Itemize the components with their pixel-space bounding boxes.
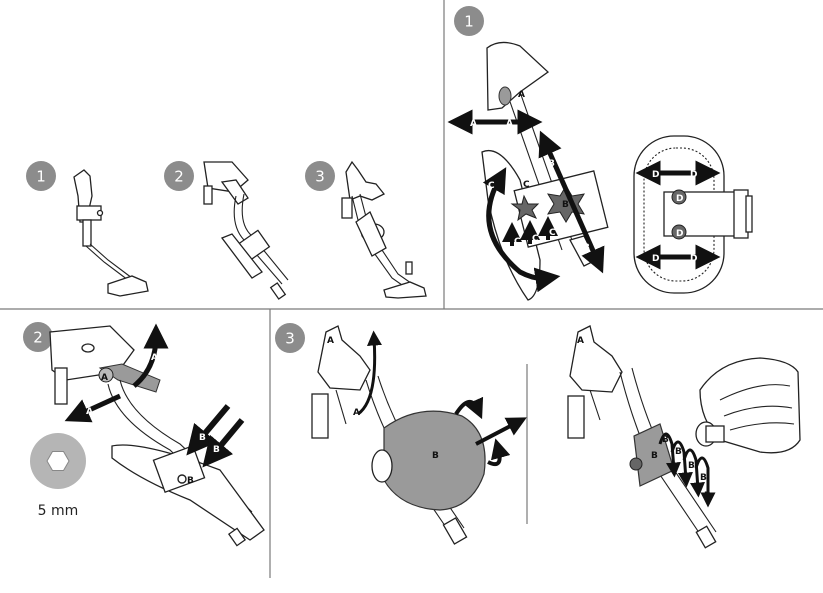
overview-step-3-number: 3 (315, 168, 325, 186)
label-a-left: A (470, 119, 477, 129)
label-b-lower: B (583, 243, 590, 253)
label-b-right-3: B (675, 447, 682, 457)
label-c-1: C (514, 237, 521, 247)
arrow-b-press (186, 404, 245, 468)
overview-step-2-badge: 2 (164, 161, 194, 191)
overview-panel: 1 2 3 (26, 160, 427, 300)
label-a-top: A (518, 90, 525, 100)
label-b-right-5: B (700, 473, 707, 483)
detail-step-1-panel: 1 (447, 6, 753, 301)
detail-step-3-panel: 3 A A B (275, 323, 801, 549)
label-b-arrow-2: B (213, 445, 220, 455)
label-b-right-2: B (662, 435, 669, 445)
detail-step-2-panel: 2 A A A B B B (23, 322, 265, 547)
label-d-top-right: D (690, 170, 697, 180)
detail-step-1-badge: 1 (454, 6, 484, 36)
detail-step-3-number: 3 (285, 330, 295, 348)
label-c-2: C (532, 234, 539, 244)
arrow-a-swing-up (132, 323, 169, 388)
rotate-arrows-icon (454, 396, 527, 467)
label-d-bottom-right: D (690, 254, 697, 264)
detail-step-3-badge: 3 (275, 323, 305, 353)
label-c-arc-bottom: C (527, 266, 534, 276)
overview-step-3-drawing (341, 160, 427, 299)
overview-step-1-badge: 1 (26, 161, 56, 191)
label-b-bolt: B (187, 476, 194, 486)
label-b-right-1: B (651, 451, 658, 461)
overview-step-2-number: 2 (174, 168, 184, 186)
arrow-a-up (357, 330, 382, 416)
label-a-lower: A (353, 408, 360, 418)
hex-key-caption: 5 mm (38, 503, 79, 519)
label-d-knob-upper: D (676, 194, 683, 204)
detail-step-2-number: 2 (33, 329, 43, 347)
arrow-a-pull-left (64, 393, 122, 423)
label-c-knob: C (523, 180, 530, 190)
arrow-c-rotation (482, 167, 561, 293)
label-b-right-6: B (704, 491, 711, 501)
detail-step-2-badge: 2 (23, 322, 53, 352)
label-b-upper: B (548, 159, 555, 169)
arrow-b-tube (538, 130, 605, 274)
label-a-handle: A (101, 373, 108, 383)
overview-step-2-drawing (203, 161, 289, 300)
label-d-top-left: D (652, 170, 659, 180)
seat-plate-drawing (633, 135, 753, 294)
clamp-arm-drawing (481, 41, 609, 301)
overview-step-1-drawing (73, 169, 149, 297)
overview-step-1-number: 1 (36, 168, 46, 186)
label-a-arrow-left: A (86, 407, 93, 417)
hex-key-icon (30, 433, 86, 489)
clamp-release-drawing (49, 325, 265, 547)
headrest-mount-drawing (311, 325, 486, 545)
label-b-knob: B (562, 200, 569, 210)
detail-step-1-number: 1 (464, 13, 474, 31)
label-a-right: A (506, 119, 513, 129)
arrows-b-tighten (658, 432, 716, 508)
label-a-right-pad: A (577, 336, 584, 346)
label-c-3: C (549, 228, 556, 238)
panel-dividers (0, 0, 823, 578)
label-b-arrow-1: B (199, 433, 206, 443)
label-b-pad: B (432, 451, 439, 461)
headrest-clamp-drawing (567, 325, 801, 549)
label-c-arc-top: C (488, 181, 495, 191)
label-d-knob-lower: D (676, 229, 683, 239)
overview-step-3-badge: 3 (305, 161, 335, 191)
label-a-pad: A (327, 336, 334, 346)
label-d-bottom-left: D (652, 254, 659, 264)
label-a-arrow-up: A (151, 353, 158, 363)
label-b-right-4: B (688, 461, 695, 471)
